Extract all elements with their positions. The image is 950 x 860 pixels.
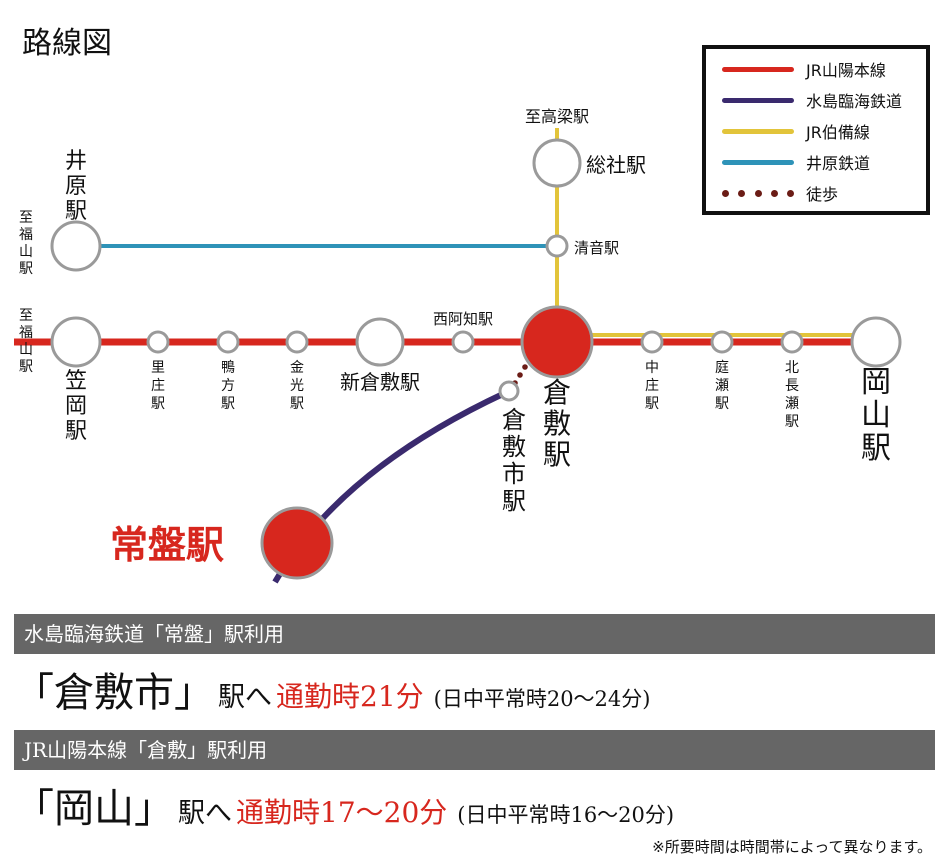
- station-kasaoka-circle: [50, 316, 102, 368]
- station-ibara-circle: [50, 220, 102, 272]
- label-to-fukuyama-lower: 至福山駅: [19, 308, 33, 375]
- station-okayama-circle: [850, 316, 902, 368]
- label-to-fukuyama-upper: 至福山駅: [19, 210, 33, 277]
- station-shinkurashiki-circle: [355, 317, 405, 367]
- legend-item: JR伯備線: [722, 121, 870, 142]
- station-kiyone-circle: [545, 234, 569, 258]
- page-title: 路線図: [22, 26, 112, 61]
- station-tokiwa-circle: [260, 506, 334, 580]
- legend-swatch: [722, 159, 794, 165]
- legend: JR山陽本線水島臨海鉄道 JR伯備線井原鉄道徒歩: [702, 45, 930, 215]
- label-okayama: 岡山駅: [861, 365, 891, 466]
- station-kitanagase-circle: [780, 330, 804, 354]
- route-2-station: 「岡山」: [14, 786, 174, 832]
- route-1-commute: 通勤時21分: [276, 680, 424, 713]
- time-note: ※所要時間は時間帯によって異なります。: [652, 838, 932, 856]
- station-soja-circle: [532, 138, 582, 188]
- legend-swatch: [722, 66, 794, 72]
- legend-label: 井原鉄道: [806, 154, 871, 173]
- route-1-header: 水島臨海鉄道「常盤」駅利用: [14, 614, 935, 654]
- station-kamogata-circle: [216, 330, 240, 354]
- route-1-station: 「倉敷市」: [14, 670, 214, 716]
- walk-dot: [522, 364, 528, 370]
- legend-label: 水島臨海鉄道: [806, 92, 903, 111]
- station-nakasho-circle: [640, 330, 664, 354]
- route-2-to: 駅へ: [178, 798, 232, 829]
- legend-item: 井原鉄道: [722, 152, 871, 173]
- legend-label: JR山陽本線: [806, 61, 886, 80]
- route-2-line: 「岡山」 駅へ 通勤時17～20分 (日中平常時16～20分): [14, 776, 674, 834]
- legend-label: JR伯備線: [806, 123, 870, 142]
- label-nishiachi: 西阿知駅: [433, 310, 493, 328]
- route-2-daytime: (日中平常時16～20分): [457, 803, 675, 827]
- walk-dot: [517, 372, 523, 378]
- route-1-daytime: (日中平常時20～24分): [433, 687, 651, 711]
- station-kurashiki-circle: [520, 305, 594, 379]
- legend-item: 徒歩: [722, 183, 839, 204]
- route-2-header: JR山陽本線「倉敷」駅利用: [14, 730, 935, 770]
- label-niwase: 庭瀬駅: [715, 359, 729, 412]
- label-kurashikishi: 倉敷市駅: [502, 406, 526, 515]
- legend-swatch: [722, 97, 794, 103]
- label-kiyone: 清音駅: [574, 239, 619, 257]
- label-kasaoka: 笠岡駅: [65, 369, 87, 444]
- label-ibara: 井原駅: [65, 149, 87, 224]
- label-tokiwa: 常盤駅: [110, 522, 224, 567]
- label-kamogata: 鴨方駅: [221, 360, 235, 412]
- label-kitanagase: 北長瀬駅: [785, 360, 799, 430]
- label-shinkurashiki: 新倉敷駅: [340, 370, 420, 394]
- station-niwase-circle: [710, 330, 734, 354]
- label-konko: 金光駅: [290, 360, 304, 412]
- label-kurashiki: 倉敷駅: [543, 376, 571, 471]
- route-map: 至高梁駅 総社駅 清音駅 西阿知駅 新倉敷駅 常盤駅 井原駅至福山駅至福山駅笠岡…: [14, 107, 902, 584]
- station-nishiachi-circle: [451, 330, 475, 354]
- label-to-takahashi: 至高梁駅: [525, 107, 589, 126]
- label-satosho: 里庄駅: [151, 360, 165, 412]
- station-satosho-circle: [146, 330, 170, 354]
- legend-item: JR山陽本線: [722, 59, 886, 80]
- route-1-to: 駅へ: [218, 682, 272, 713]
- label-soja: 総社駅: [586, 153, 646, 177]
- station-konko-circle: [285, 330, 309, 354]
- legend-label: 徒歩: [806, 185, 839, 204]
- route-2-commute: 通勤時17～20分: [236, 796, 448, 829]
- legend-item: 水島臨海鉄道: [722, 90, 903, 111]
- label-nakasho: 中庄駅: [645, 360, 659, 412]
- legend-swatch: [722, 128, 794, 134]
- station-kurashikishi-circle: [498, 380, 520, 402]
- walk-dots-swatch: [722, 189, 794, 197]
- route-1-line: 「倉敷市」 駅へ 通勤時21分 (日中平常時20～24分): [14, 660, 650, 718]
